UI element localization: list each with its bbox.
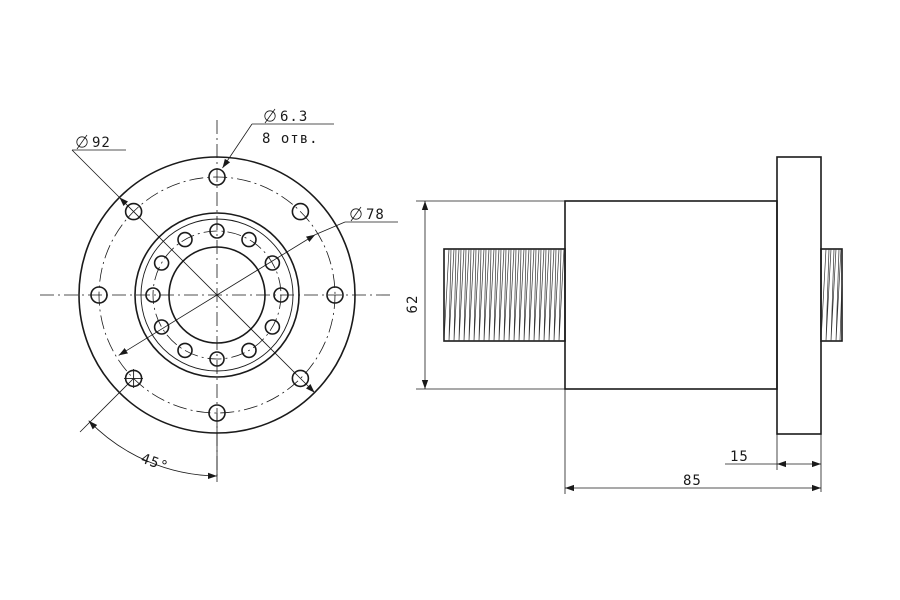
total-length-label: 85: [683, 473, 702, 489]
inner-hole: [241, 231, 257, 248]
hole-count-label: 8 отв.: [262, 131, 319, 147]
left-thread: [443, 248, 566, 342]
bolt-circle-diameter-label: 78: [366, 207, 385, 223]
dimension-hole-callout: 6.3 8 отв.: [222, 108, 334, 169]
mounting-hole: [90, 286, 108, 304]
dimension-angle: 45°: [79, 378, 218, 480]
side-body: [564, 200, 778, 390]
body-diameter-label: 62: [405, 295, 421, 314]
diameter-symbol: [76, 134, 88, 150]
diameter-symbol: [264, 108, 276, 124]
dimension-flange-thickness: 15: [725, 434, 822, 492]
mounting-hole: [326, 286, 344, 304]
hole-diameter-label: 6.3: [280, 109, 308, 125]
diameter-symbol: [76, 136, 88, 148]
diameter-symbol: [264, 110, 276, 122]
left-thread-lines: [443, 248, 565, 342]
dimension-flange-diameter: 92: [71, 134, 315, 393]
bolt-circle: [98, 176, 336, 414]
dimension-total-length: 85: [564, 389, 821, 494]
diameter-symbol: [350, 208, 362, 220]
right-thread-lines: [820, 248, 843, 342]
side-view: 62 15 85: [405, 156, 843, 494]
flange-thickness-label: 15: [730, 449, 749, 465]
mounting-hole: [208, 168, 226, 186]
front-view: 92 78 6.3 8 отв. 45°: [40, 108, 398, 482]
diameter-symbol: [350, 206, 362, 222]
side-flange: [776, 156, 822, 435]
flange-diameter-label: 92: [92, 135, 111, 151]
dimension-body-diameter: 62: [405, 200, 565, 390]
angle-label: 45°: [139, 451, 171, 476]
right-thread: [820, 248, 843, 342]
dimension-bolt-circle-diameter: 78: [118, 206, 398, 356]
